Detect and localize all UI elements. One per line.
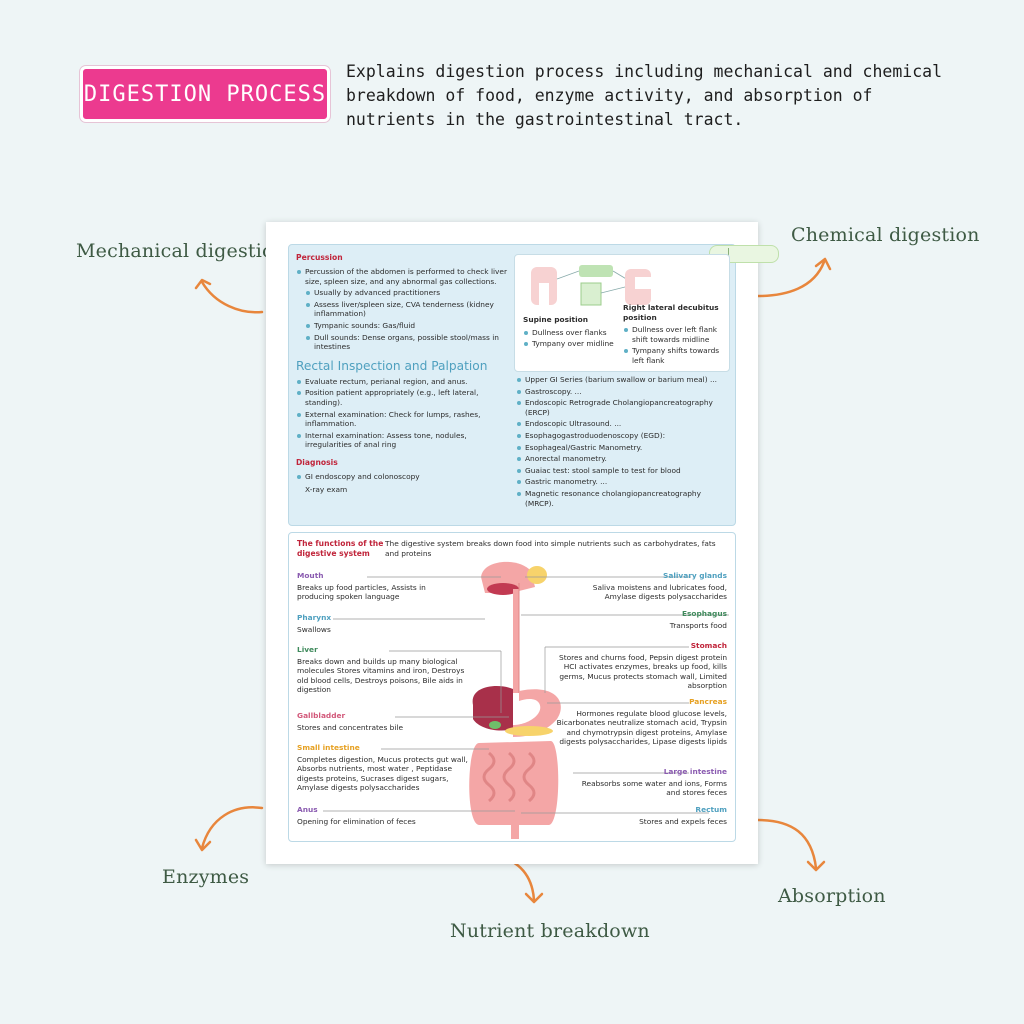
organ-desc: Hormones regulate blood glucose levels, … — [556, 709, 727, 746]
curved-arrow-icon — [194, 278, 264, 314]
organ-desc: Saliva moistens and lubricates food, Amy… — [592, 583, 727, 602]
list-item: Percussion of the abdomen is performed t… — [296, 267, 508, 286]
organ-name: Mouth — [297, 571, 324, 580]
title-badge: DIGESTION PROCESS — [80, 66, 330, 122]
lateral-title: Right lateral decubitus position — [623, 303, 719, 322]
organ-name: Rectum — [695, 805, 727, 814]
intro-text: Explains digestion process including mec… — [346, 62, 943, 129]
list-item: Guaiac test: stool sample to test for bl… — [516, 466, 730, 476]
list-item: Esophageal/Gastric Manometry. — [516, 443, 730, 453]
functions-title: The functions of the digestive system — [297, 539, 384, 558]
list-item: Dullness over left flank shift towards m… — [623, 325, 727, 344]
leader-lines — [323, 576, 729, 814]
organ-name: Gallbladder — [297, 711, 346, 720]
organ-desc: Breaks down and builds up many biologica… — [297, 657, 465, 694]
list-item: Position patient appropriately (e.g., le… — [296, 388, 508, 407]
organ-desc: Completes digestion, Mucus protects gut … — [297, 755, 468, 792]
organ-name: Esophagus — [681, 609, 727, 618]
organ-small-intestine: Small intestine Completes digestion, Muc… — [297, 743, 475, 792]
list-item: Gastric manometry. ... — [516, 477, 730, 487]
percussion-title: Percussion — [296, 253, 343, 262]
organ-gallbladder: Gallbladder Stores and concentrates bile — [297, 711, 447, 732]
organ-anus: Anus Opening for elimination of feces — [297, 805, 447, 826]
callout-chemical-digestion: Chemical digestion — [791, 224, 980, 246]
list-item: Esophagogastroduodenoscopy (EGD): — [516, 431, 730, 441]
supine-block: Supine position Dullness over flanks Tym… — [523, 315, 619, 351]
organ-desc: Stores and churns food, Pepsin digest pr… — [559, 653, 727, 690]
organ-desc: Opening for elimination of feces — [297, 817, 416, 827]
organ-name: Liver — [297, 645, 318, 654]
list-item: Usually by advanced practitioners — [305, 288, 508, 298]
list-item: Internal examination: Assess tone, nodul… — [296, 431, 508, 450]
organ-pharynx: Pharynx Swallows — [297, 613, 447, 634]
organ-desc: Breaks up food particles, Assists in pro… — [297, 583, 426, 602]
callout-nutrient-breakdown: Nutrient breakdown — [450, 920, 650, 942]
organ-large-intestine: Large intestine Reabsorbs some water and… — [567, 767, 727, 798]
list-item: Tympany shifts towards left flank — [623, 346, 727, 365]
assessment-panel: Percussion Percussion of the abdomen is … — [288, 244, 779, 526]
list-item: Magnetic resonance cholangiopancreatogra… — [516, 489, 730, 508]
position-diagram-box: Supine position Dullness over flanks Tym… — [514, 254, 730, 372]
list-item: Dull sounds: Dense organs, possible stoo… — [305, 333, 508, 352]
organ-name: Large intestine — [663, 767, 727, 776]
worksheet-page: Percussion Percussion of the abdomen is … — [266, 222, 779, 864]
digestive-system-panel: The functions of the digestive system Th… — [288, 532, 736, 842]
organ-desc: Swallows — [297, 625, 331, 635]
organ-esophagus: Esophagus Transports food — [577, 609, 727, 630]
list-item: Gastroscopy. ... — [516, 387, 730, 397]
tests-list: Upper GI Series (barium swallow or bariu… — [516, 375, 730, 510]
curved-arrow-icon — [756, 257, 832, 298]
list-item: External examination: Check for lumps, r… — [296, 410, 508, 429]
organ-name: Small intestine — [297, 743, 360, 752]
callout-enzymes: Enzymes — [162, 866, 250, 888]
left-column: Percussion Percussion of the abdomen is … — [296, 253, 508, 496]
lateral-block: Right lateral decubitus position Dullnes… — [623, 303, 727, 368]
list-item: Evaluate rectum, perianal region, and an… — [296, 377, 508, 387]
list-item: Anorectal manometry. — [516, 454, 730, 464]
organ-mouth: Mouth Breaks up food particles, Assists … — [297, 571, 447, 602]
abdomen-position-illustration — [531, 265, 651, 307]
organ-name: Pancreas — [689, 697, 727, 706]
organ-name: Salivary glands — [663, 571, 727, 580]
rectal-title: Rectal Inspection and Palpation — [296, 358, 488, 373]
organ-liver: Liver Breaks down and builds up many bio… — [297, 645, 467, 694]
diagnosis-title: Diagnosis — [296, 457, 338, 467]
list-item: Upper GI Series (barium swallow or bariu… — [516, 375, 730, 385]
digestive-tract-illustration — [469, 561, 561, 839]
list-item: Endoscopic Retrograde Cholangiopancreato… — [516, 398, 730, 417]
curved-arrow-icon — [756, 818, 826, 872]
list-item: X-ray exam — [305, 484, 348, 494]
organ-desc: Stores and expels feces — [639, 817, 727, 827]
organ-desc: Reabsorbs some water and ions, Forms and… — [581, 779, 727, 798]
callout-absorption: Absorption — [778, 885, 886, 907]
organ-name: Stomach — [690, 641, 727, 650]
organ-desc: Stores and concentrates bile — [297, 723, 404, 733]
organ-pancreas: Pancreas Hormones regulate blood glucose… — [555, 697, 727, 746]
list-item: Dullness over flanks — [523, 328, 619, 338]
supine-title: Supine position — [523, 315, 588, 324]
list-item: GI endoscopy and colonoscopy — [296, 472, 508, 482]
list-item: Tympanic sounds: Gas/fluid — [305, 321, 508, 331]
callout-mechanical-digestion: Mechanical digestion — [76, 240, 287, 262]
list-item: Assess liver/spleen size, CVA tenderness… — [305, 300, 508, 319]
organ-salivary-glands: Salivary glands Saliva moistens and lubr… — [577, 571, 727, 602]
organ-rectum: Rectum Stores and expels feces — [577, 805, 727, 826]
organ-name: Anus — [297, 805, 318, 814]
organ-stomach: Stomach Stores and churns food, Pepsin d… — [557, 641, 727, 690]
list-item: Endoscopic Ultrasound. ... — [516, 419, 730, 429]
organ-name: Pharynx — [297, 613, 332, 622]
organ-desc: Transports food — [669, 621, 727, 631]
list-item: Tympany over midline — [523, 339, 619, 349]
curved-arrow-icon — [194, 806, 264, 852]
functions-description: The digestive system breaks down food in… — [385, 539, 716, 558]
